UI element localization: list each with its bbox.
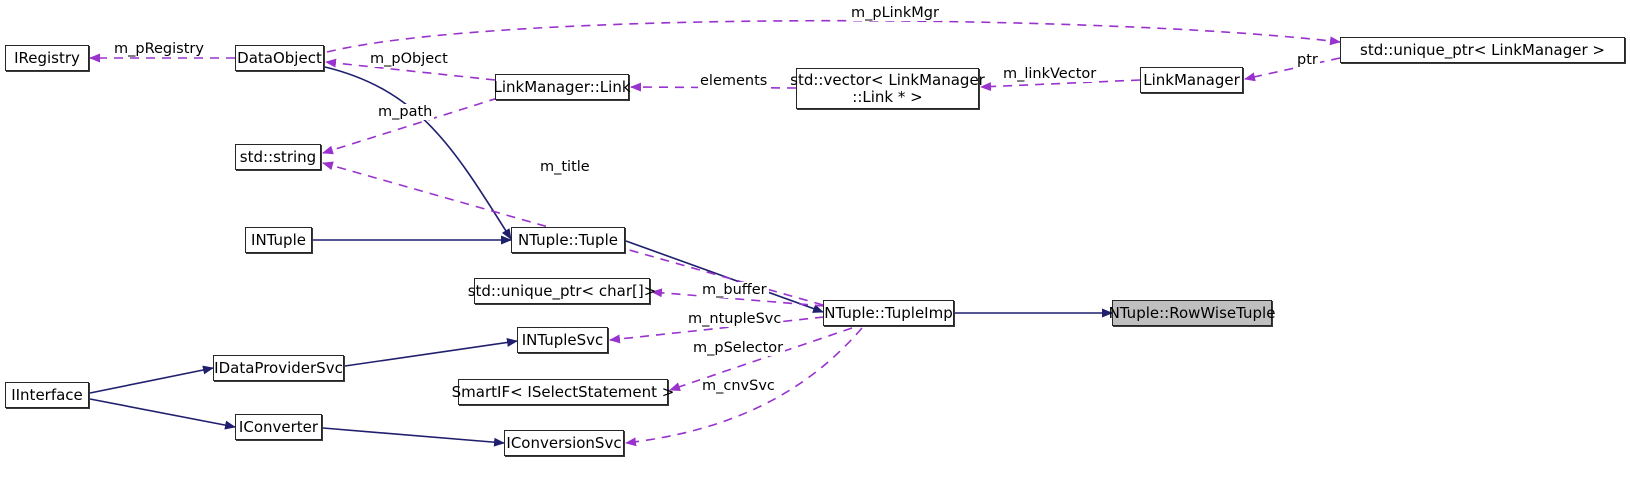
inheritance-edge-dataobject-to-ntuple_tuple bbox=[324, 66, 512, 240]
class-node-iinterface[interactable]: IInterface bbox=[5, 382, 89, 408]
usage-edge-m_linkVector bbox=[980, 79, 1141, 92]
edge-label-ptr: ptr bbox=[1295, 52, 1320, 68]
class-node-dataobject[interactable]: DataObject bbox=[235, 45, 324, 71]
edge-label-m_pObject: m_pObject bbox=[368, 51, 450, 67]
class-node-uniqueptr_char[interactable]: std::unique_ptr< char[]> bbox=[468, 278, 656, 304]
inheritance-edge-iinterface-to-iconverter bbox=[89, 398, 236, 430]
class-node-ntuple_tuple[interactable]: NTuple::Tuple bbox=[511, 227, 625, 253]
class-node-iconverter[interactable]: IConverter bbox=[235, 414, 322, 440]
class-node-intuplesvc[interactable]: INTupleSvc bbox=[517, 327, 608, 353]
class-node-intuple[interactable]: INTuple bbox=[245, 227, 312, 253]
class-node-iconversionsvc[interactable]: IConversionSvc bbox=[504, 430, 624, 456]
usage-edge-m_pObject bbox=[325, 58, 496, 81]
edge-label-m_title: m_title bbox=[538, 159, 592, 175]
edge-label-m_linkVector: m_linkVector bbox=[1001, 66, 1099, 82]
edge-label-m_cnvSvc: m_cnvSvc bbox=[700, 378, 777, 394]
usage-edge-m_cnvSvc bbox=[625, 327, 863, 447]
class-node-linkmanager[interactable]: LinkManager bbox=[1140, 67, 1243, 93]
edge-label-m_path: m_path bbox=[376, 104, 435, 120]
class-node-uniqueptr_lm[interactable]: std::unique_ptr< LinkManager > bbox=[1340, 37, 1625, 63]
usage-edge-m_buffer bbox=[651, 288, 825, 307]
edge-label-m_pSelector: m_pSelector bbox=[691, 340, 786, 356]
edge-label-m_buffer: m_buffer bbox=[700, 282, 769, 298]
usage-edge-m_path bbox=[322, 97, 499, 155]
inheritance-edge-iconverter-to-iconversionsvc bbox=[322, 427, 505, 447]
usage-edge-m_ntupleSvc bbox=[609, 316, 825, 344]
inheritance-edge-idataprovidersvc-to-intuplesvc bbox=[344, 337, 518, 367]
edge-label-m_pRegistry: m_pRegistry bbox=[112, 41, 206, 57]
class-node-idataprovidersvc[interactable]: IDataProviderSvc bbox=[213, 355, 344, 381]
edge-label-m_ntupleSvc: m_ntupleSvc bbox=[686, 311, 784, 327]
class-node-rowwisetuple[interactable]: NTuple::RowWiseTuple bbox=[1109, 300, 1275, 326]
class-node-ntuple_tupleimp[interactable]: NTuple::TupleImp bbox=[823, 300, 954, 326]
inheritance-edge-iinterface-to-idataprovidersvc bbox=[89, 365, 214, 394]
class-node-lmlink[interactable]: LinkManager::Link bbox=[493, 74, 631, 100]
class-node-iregistry[interactable]: IRegistry bbox=[5, 45, 89, 71]
usage-edge-ptr bbox=[1244, 57, 1341, 82]
edge-label-m_pLinkMgr: m_pLinkMgr bbox=[849, 5, 941, 21]
usage-edge-m_pLinkMgr bbox=[326, 19, 1341, 53]
edge-label-elements: elements bbox=[698, 73, 770, 89]
class-node-stdstring[interactable]: std::string bbox=[235, 144, 321, 170]
class-node-smartif_isel[interactable]: SmartIF< ISelectStatement > bbox=[452, 379, 674, 405]
class-node-vector_lmlink[interactable]: std::vector< LinkManager ::Link * > bbox=[790, 68, 985, 109]
